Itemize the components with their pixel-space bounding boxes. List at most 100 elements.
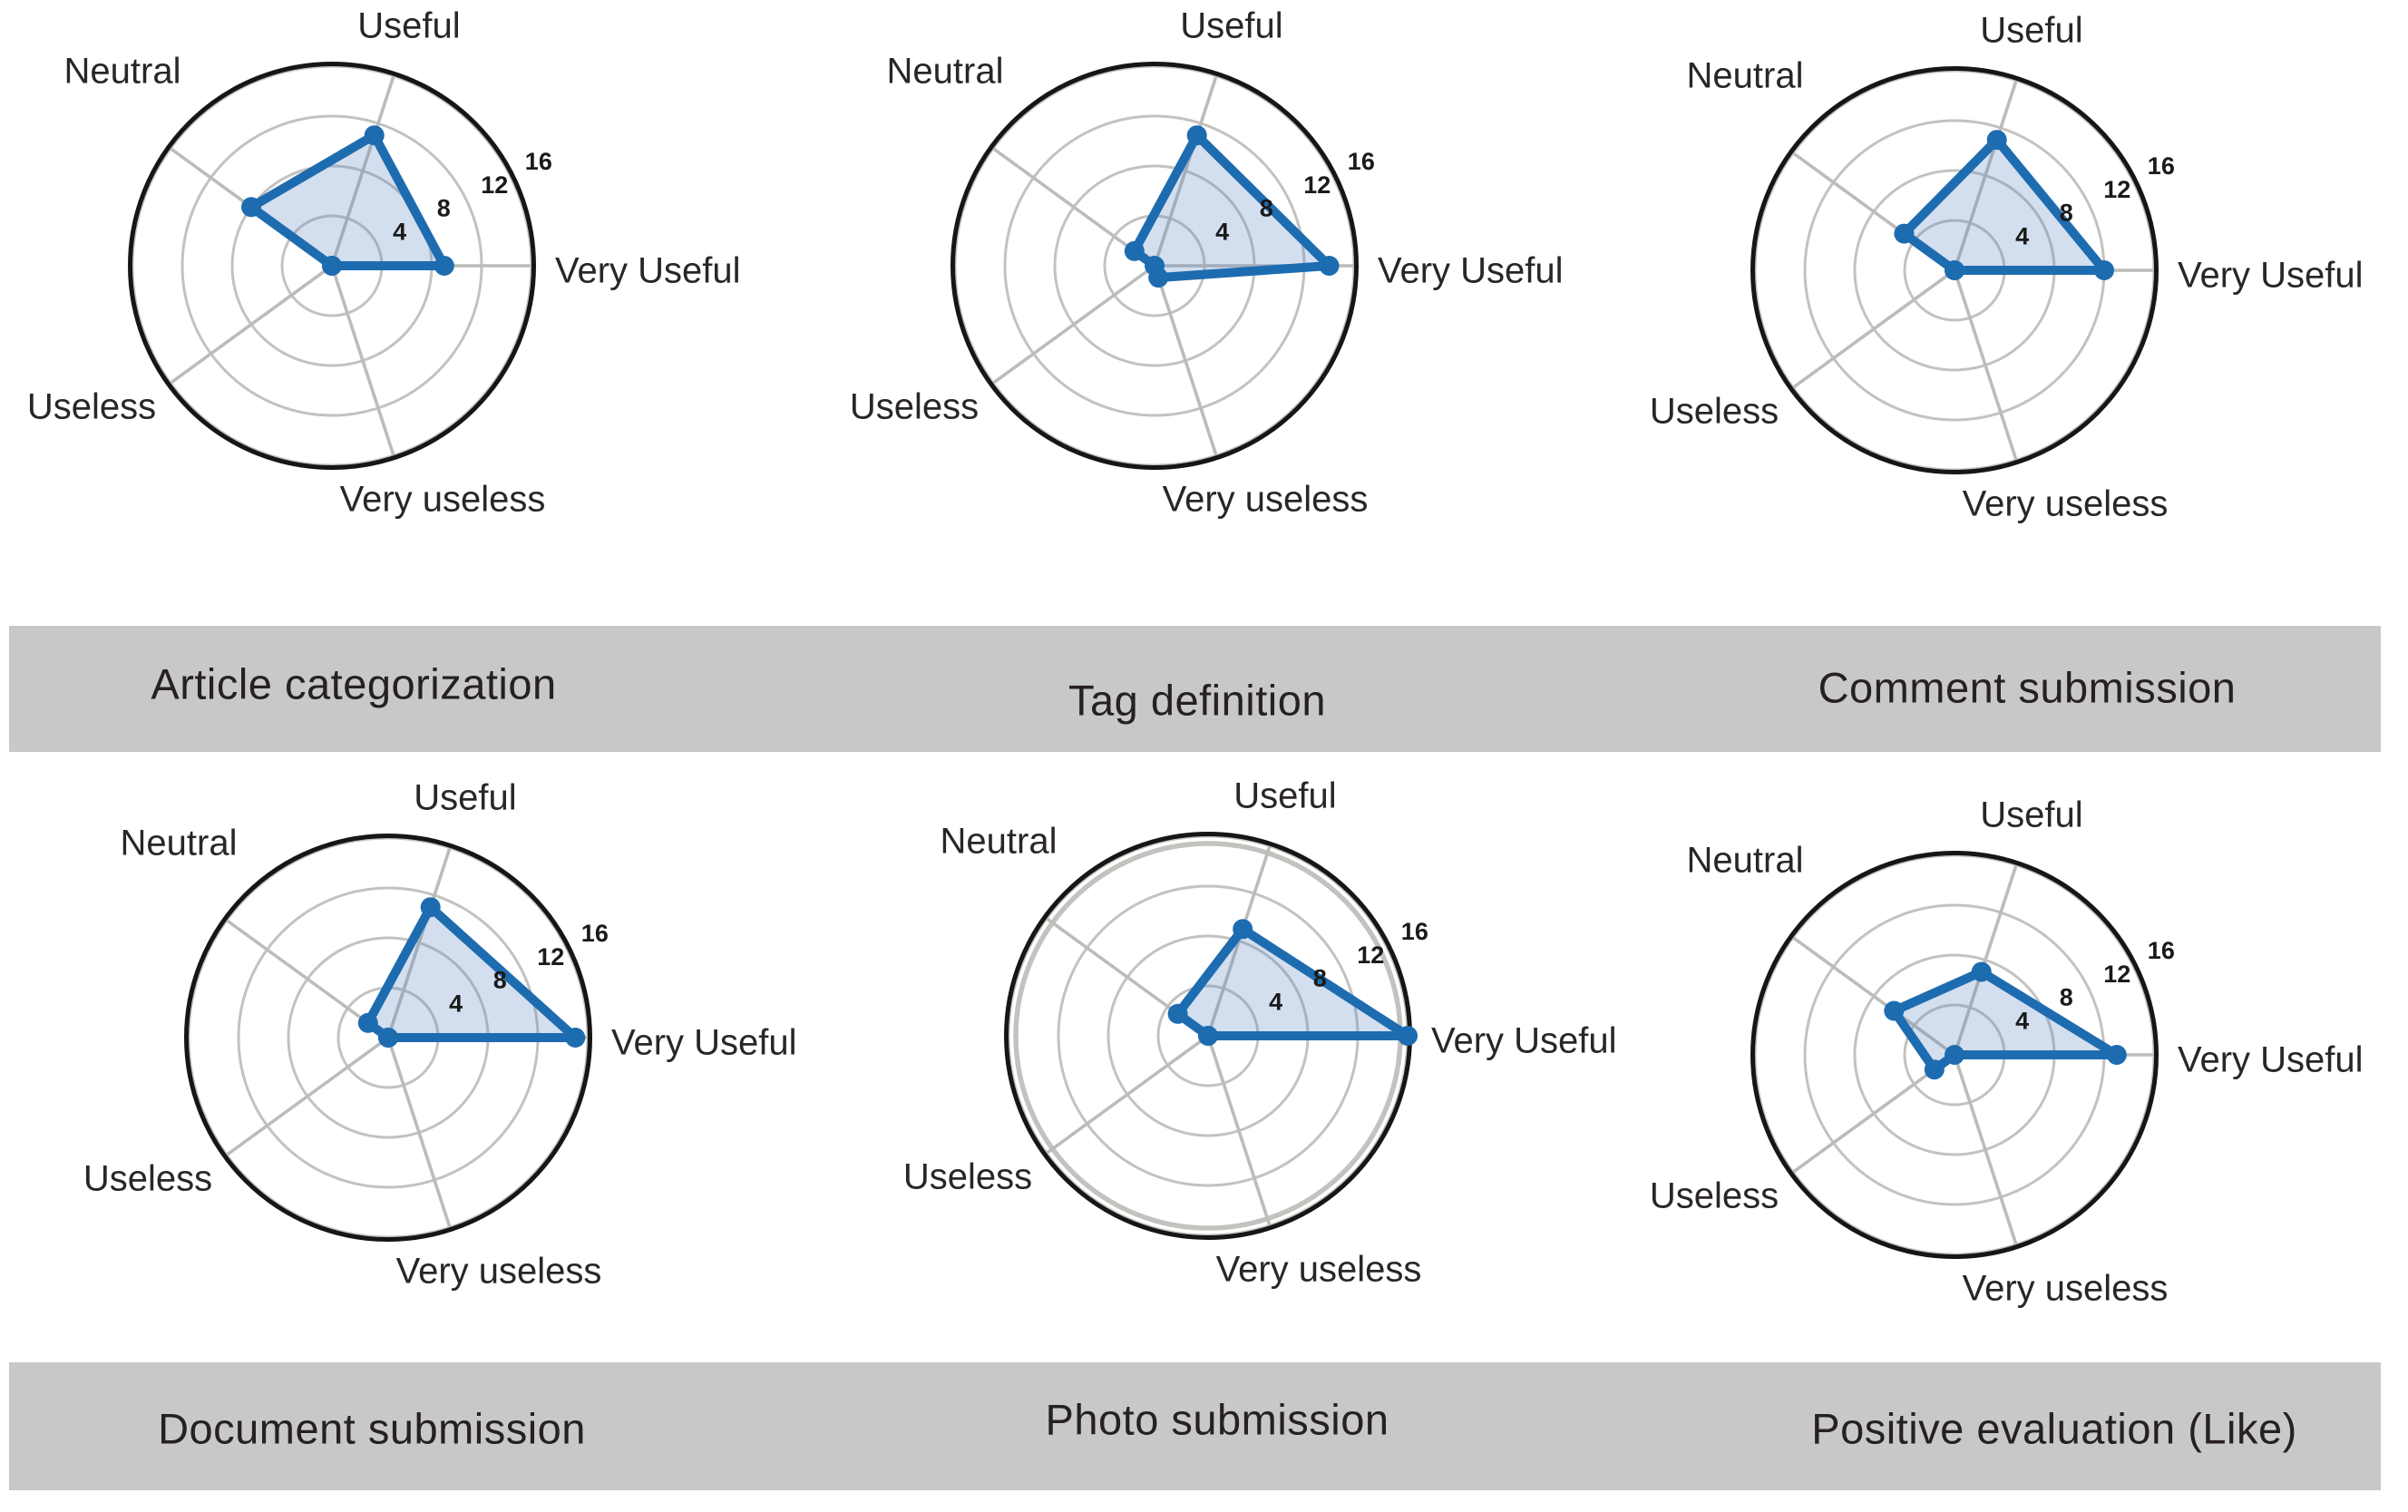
axis-label-very-useful: Very Useful	[2178, 256, 2364, 296]
data-point-useful	[1233, 919, 1253, 940]
data-point-very-useful	[434, 256, 454, 276]
axis-spoke-useful	[330, 73, 396, 267]
axis-label-very-useful: Very Useful	[1378, 251, 1564, 291]
data-polygon	[247, 131, 449, 270]
data-point-useful	[1186, 125, 1207, 146]
axis-spoke-useful	[1153, 73, 1219, 267]
data-point-very-useful	[565, 1028, 586, 1048]
axis-label-very-useless: Very useless	[1163, 480, 1369, 520]
data-point-useless	[1924, 1059, 1945, 1080]
axis-label-useless: Useless	[850, 387, 979, 427]
data-point-useful	[1971, 961, 1992, 982]
radial-tick-label-4: 4	[2015, 222, 2029, 249]
radial-tick-label-16: 16	[525, 148, 552, 175]
data-point-very-useless	[1945, 1045, 1964, 1065]
data-point-neutral	[241, 197, 261, 218]
polar-outer-ring	[1750, 851, 2159, 1259]
axis-spoke-very-useless	[1953, 269, 2019, 463]
axis-label-useful: Useful	[1980, 795, 2082, 835]
radial-tick-label-16: 16	[2148, 152, 2175, 180]
radial-tick-label-8: 8	[1313, 965, 1327, 992]
radial-tick-label-4: 4	[2015, 1007, 2029, 1034]
axis-spoke-very-useless	[1206, 1035, 1272, 1228]
axis-label-very-useful: Very Useful	[1431, 1021, 1617, 1061]
radial-tick-label-12: 12	[537, 943, 564, 971]
radial-tick-label-16: 16	[1348, 148, 1375, 175]
axis-label-very-useless: Very useless	[340, 480, 546, 520]
data-polygon	[1129, 131, 1334, 283]
axis-label-useful: Useful	[357, 6, 460, 46]
axis-label-very-useless: Very useless	[1963, 1269, 2169, 1309]
data-point-neutral	[1884, 1000, 1905, 1021]
caption-photo-submission: Photo submission	[1045, 1395, 1389, 1443]
data-point-very-useful	[1319, 256, 1340, 276]
caption-bar-row1: Article categorization Tag definition Co…	[9, 626, 2381, 752]
axis-spoke-very-useless	[1153, 265, 1219, 458]
caption-document-submission: Document submission	[158, 1404, 586, 1452]
axis-label-neutral: Neutral	[64, 52, 181, 92]
axis-label-useless: Useless	[903, 1157, 1032, 1197]
data-polygon	[1889, 967, 2121, 1075]
data-point-very-useless	[322, 256, 342, 276]
axis-spoke-useless	[990, 264, 1156, 385]
polar-outer-ring	[951, 62, 1359, 470]
data-point-very-useful	[2094, 260, 2114, 280]
axis-label-neutral: Neutral	[1687, 56, 1804, 96]
axis-label-neutral: Neutral	[121, 824, 238, 863]
data-point-very-useless	[1198, 1026, 1218, 1046]
axis-spoke-very-useless	[1953, 1054, 2019, 1247]
axis-spoke-useless	[1790, 268, 1956, 390]
axis-label-very-useless: Very useless	[1216, 1250, 1422, 1290]
axis-label-very-useful: Very Useful	[611, 1023, 797, 1063]
caption-article-categorization: Article categorization	[151, 659, 557, 707]
axis-label-useless: Useless	[1650, 1176, 1779, 1216]
data-point-useful	[1986, 130, 2007, 151]
polar-outer-ring	[128, 62, 536, 470]
radial-tick-label-4: 4	[1269, 988, 1282, 1015]
polar-outer-ring	[184, 834, 592, 1242]
radial-tick-label-8: 8	[2060, 200, 2073, 227]
axis-label-neutral: Neutral	[941, 822, 1058, 862]
axis-spoke-useless	[1044, 1034, 1210, 1156]
polar-outer-ring	[1750, 66, 2159, 474]
radial-tick-label-8: 8	[437, 195, 451, 222]
axis-label-useless: Useless	[1650, 392, 1779, 432]
radial-tick-label-4: 4	[449, 990, 463, 1017]
axis-spoke-useful	[386, 845, 453, 1039]
axis-spoke-very-useless	[330, 265, 396, 458]
axis-spoke-useful	[1953, 863, 2019, 1056]
data-point-neutral	[357, 1012, 378, 1033]
radial-tick-label-8: 8	[493, 967, 507, 994]
caption-bar-row2: Document submission Photo submission Pos…	[9, 1362, 2381, 1490]
radial-tick-label-12: 12	[1303, 171, 1331, 199]
caption-comment-submission: Comment submission	[1818, 663, 2237, 711]
axis-spoke-useless	[224, 1036, 390, 1157]
axis-label-very-useless: Very useless	[396, 1252, 602, 1292]
caption-positive-evaluation: Positive evaluation (Like)	[1811, 1404, 2297, 1452]
axis-label-neutral: Neutral	[1687, 841, 1804, 881]
radial-tick-label-16: 16	[581, 920, 609, 947]
data-point-very-useful	[1398, 1026, 1418, 1046]
axis-label-neutral: Neutral	[887, 52, 1004, 92]
axis-label-useful: Useful	[1980, 11, 2082, 51]
radial-tick-label-8: 8	[1260, 195, 1273, 222]
radial-tick-label-4: 4	[393, 218, 406, 245]
axis-label-useless: Useless	[83, 1159, 212, 1199]
axis-label-useless: Useless	[27, 387, 156, 427]
data-point-very-useless	[1945, 260, 1964, 280]
radial-tick-label-12: 12	[2103, 961, 2130, 988]
radial-tick-label-8: 8	[2060, 984, 2073, 1011]
radial-tick-label-12: 12	[2103, 176, 2130, 203]
data-point-useful	[364, 125, 385, 146]
data-point-neutral	[1894, 223, 1915, 244]
radial-tick-label-16: 16	[2148, 937, 2175, 964]
